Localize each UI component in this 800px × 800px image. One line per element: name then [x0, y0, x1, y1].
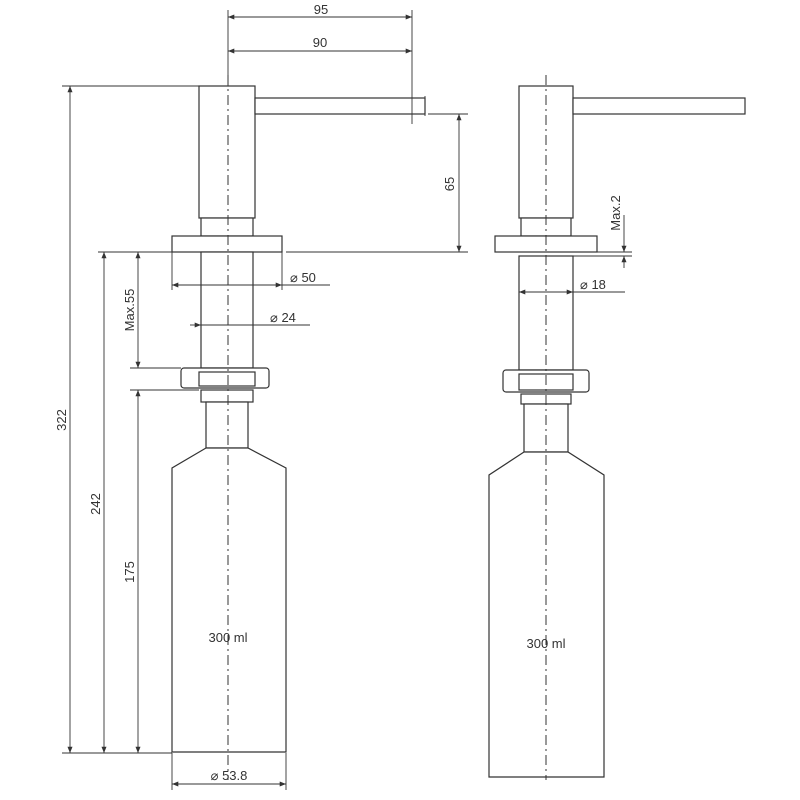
connector-left	[200, 389, 254, 403]
dia53-value: 53.8	[222, 768, 247, 783]
dim-max55-text: Max.55	[122, 289, 137, 332]
right-dispenser: 300 ml	[488, 75, 746, 780]
shank-right	[518, 255, 574, 371]
diameter-symbol: ⌀	[270, 310, 278, 325]
dim-322-text: 322	[54, 409, 69, 431]
dia50-value: 50	[301, 270, 315, 285]
dim-max2-text: Max.2	[608, 195, 623, 230]
dim-dia50-text: ⌀ 50	[290, 270, 316, 285]
spout-left	[254, 97, 426, 115]
dim-175-text: 175	[122, 561, 137, 583]
diameter-symbol: ⌀	[290, 270, 298, 285]
flange-left	[171, 235, 283, 253]
dim-90-text: 90	[313, 35, 327, 50]
dia18-value: 18	[591, 277, 605, 292]
nut-inner-left	[198, 371, 256, 387]
diameter-symbol: ⌀	[211, 768, 219, 783]
dim-95-text: 95	[314, 2, 328, 17]
dim-dia18-text: ⌀ 18	[580, 277, 606, 292]
dim-dia53-text: ⌀ 53.8	[211, 768, 248, 783]
bottle-left	[171, 447, 287, 753]
bottle-right	[488, 451, 605, 778]
dim-65-text: 65	[442, 177, 457, 191]
shank-left	[200, 251, 254, 369]
pump-neck-left	[200, 217, 254, 237]
capacity-label-left: 300 ml	[208, 630, 247, 645]
diameter-symbol: ⌀	[580, 277, 588, 292]
bottle-neck-left	[205, 401, 249, 449]
spout-right	[572, 97, 746, 115]
left-dispenser: 300 ml	[171, 75, 426, 780]
pump-head-left	[198, 85, 256, 219]
left-dimensions: 95 90 65 322 242 Max.55 175 ⌀ 50	[54, 2, 468, 790]
dia24-value: 24	[281, 310, 295, 325]
capacity-label-right: 300 ml	[526, 636, 565, 651]
right-dimensions: Max.2 ⌀ 18	[518, 195, 632, 298]
dim-242-text: 242	[88, 493, 103, 515]
dim-dia24-text: ⌀ 24	[270, 310, 296, 325]
